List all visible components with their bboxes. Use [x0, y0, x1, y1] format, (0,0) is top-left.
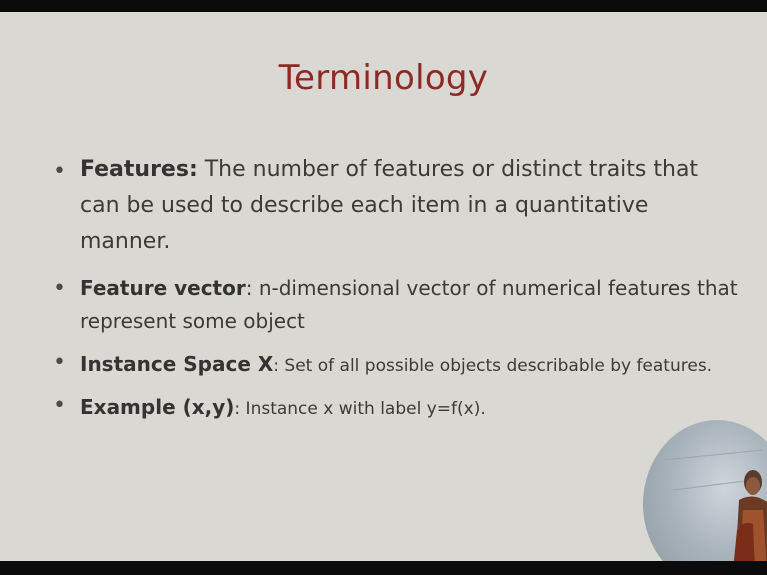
- slide: Terminology • Features: The number of fe…: [0, 12, 767, 561]
- bullet-dot-icon: •: [53, 159, 66, 184]
- bottom-letterbox: [0, 561, 767, 575]
- bullet-dot-icon: •: [53, 350, 66, 375]
- bullet-text: : Instance x with label y=f(x).: [234, 399, 486, 419]
- slide-title: Terminology: [278, 58, 489, 98]
- presenter-webcam: [643, 420, 767, 561]
- bullet-term: Features:: [80, 157, 198, 182]
- bullet-dot-icon: •: [53, 276, 66, 301]
- bullet-term: Feature vector: [80, 276, 246, 300]
- bullet-term: Example (x,y): [80, 395, 235, 419]
- bullet-item-features: • Features: The number of features or di…: [50, 152, 740, 260]
- top-letterbox: [0, 0, 767, 12]
- bullet-dot-icon: •: [53, 393, 66, 418]
- bullet-text: The number of features or distinct trait…: [80, 157, 699, 254]
- bullet-text: : n-dimensional vector of numerical feat…: [80, 276, 738, 333]
- presenter-figure: [662, 449, 767, 561]
- bullet-item-instance-space: • Instance Space X: Set of all possible …: [50, 350, 740, 381]
- bullet-term: Instance Space X: [80, 352, 274, 376]
- bullet-text: : Set of all possible objects describabl…: [273, 356, 713, 376]
- bullet-list: • Features: The number of features or di…: [50, 152, 740, 436]
- bullet-item-feature-vector: • Feature vector: n-dimensional vector o…: [50, 272, 740, 338]
- bullet-item-example: • Example (x,y): Instance x with label y…: [50, 393, 740, 424]
